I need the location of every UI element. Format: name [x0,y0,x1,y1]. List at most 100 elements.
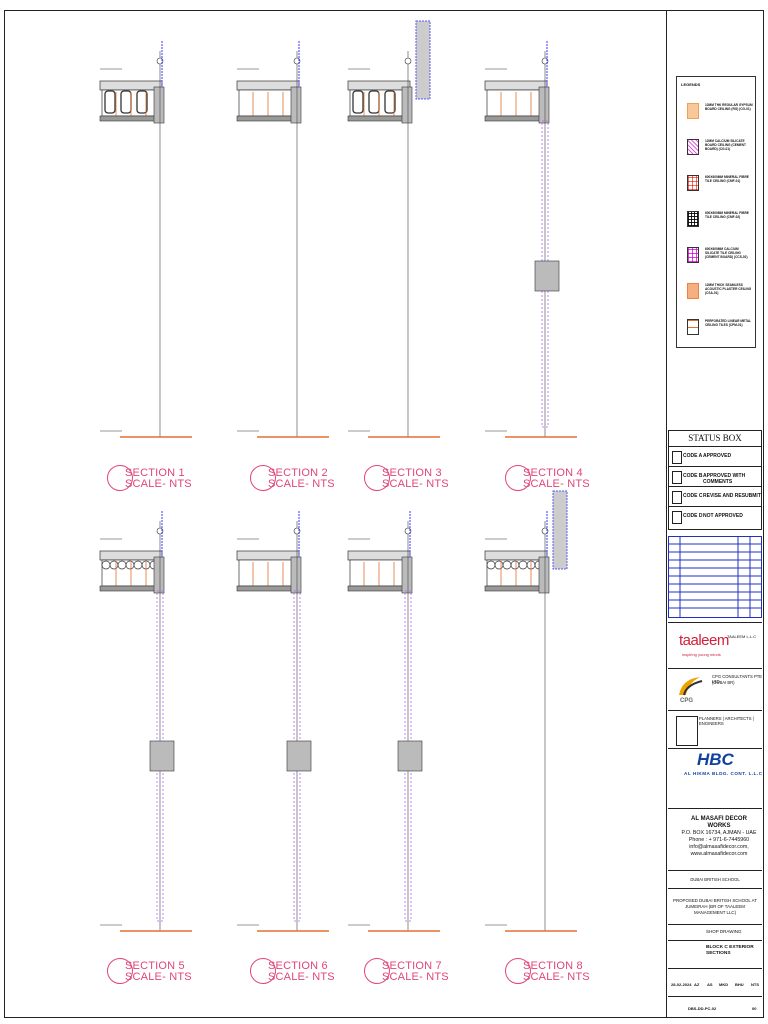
approved-value: BHU [735,982,744,987]
sections-canvas [99,20,577,932]
status-checkbox[interactable] [672,511,682,524]
status-box-title: STATUS BOX [669,431,761,447]
section-2-bulkhead [290,86,302,124]
section-5-bulkhead [153,556,165,594]
section-4-slab [484,80,548,91]
drawing-number: DBS-DD-PC-02 [688,1006,717,1011]
consultant-name: CPG CONSULTANTS PTE LTD [712,674,763,684]
legend-title: LEGENDS [681,82,701,87]
contractor-logo: HBC [697,750,734,769]
subcontractor-panel [668,808,762,870]
checked-value: AS [707,982,713,987]
section-3-beam-profile [352,90,364,114]
section-3-bulkhead [401,86,413,124]
section-7-slab [347,550,411,561]
consultant-logo-icon [679,677,703,696]
status-checkbox[interactable] [672,451,682,464]
section-3-slab [347,80,411,91]
status-label: NOT APPROVED [703,513,743,519]
revision-table [668,536,762,618]
section-3-marker [364,465,390,491]
status-checkbox[interactable] [672,491,682,504]
drawing-meta-panel [668,968,762,996]
section-5-ceiling-board [99,585,163,592]
section-1-ceiling-board [99,115,163,122]
legend-text-6: 12MM THICK SEAMLESS ACOUSTIC PLASTER CEI… [705,283,752,295]
status-checkbox[interactable] [672,471,682,484]
status-code: CODE A [683,453,703,459]
section-1-bulkhead [153,86,165,124]
section-5-marker [107,958,133,984]
subcontractor-email[interactable]: info@almasafidecor.com, [689,844,749,850]
drawn-value: AZ [694,982,700,987]
section-8-ceiling-board [484,585,548,592]
stage-value: SHOP DRAWING [706,929,742,934]
section-3-beam-profile [384,90,396,114]
section-8-slab [484,550,548,561]
drawing-no-panel [668,996,762,1018]
section-7-ceiling-board [347,585,411,592]
drawing-title: BLOCK C EXTERIOR SECTIONS [706,945,754,956]
section-5-slab [99,550,163,561]
revision-number: 00 [752,1006,757,1011]
section-1-marker [107,465,133,491]
client-logo: taaleem [679,632,729,649]
client-panel [668,622,762,668]
designed-value: MKD [719,982,729,987]
section-6-ceiling-board [236,585,300,592]
subcontractor-name: AL MASAFI DECOR WORKS [691,816,747,829]
client-tagline: inspiring young minds [682,652,721,657]
status-code: CODE B [683,473,703,479]
legend-swatch-3 [687,175,699,191]
section-6-window-head [286,740,312,772]
section-7-marker [364,958,390,984]
section-1-beam-profile [136,90,148,114]
project-name-panel [668,870,762,888]
section-7-window-head [397,740,423,772]
legend-text-3: 600X600MM MINERAL FIBRE TILE CEILING (CM… [705,175,749,183]
status-code: CODE C [683,493,703,499]
drawing-title-panel [668,940,762,968]
legend-swatch-5 [687,247,699,263]
section-1-beam-profile [104,90,116,114]
subcontractor-web[interactable]: www.almasafidecor.com [690,851,748,857]
section-3-column [415,20,431,100]
section-3-grid-bubble [404,57,412,65]
subcontractor-details: AL MASAFI DECOR WORKS P.O. BOX 16734, AJ… [680,816,758,858]
status-code: CODE D [683,513,703,519]
scale-value: NTS [751,982,759,987]
consultant-logo-text: CPG [680,698,694,704]
consultant-branch: (DUBAI BR) [712,680,735,685]
section-3-ceiling-board [347,115,411,122]
architect-logo-box [676,716,698,746]
status-label: REVISE AND RESUBMIT [703,493,761,499]
legend-swatch-4 [687,211,699,227]
contractor-panel [668,748,762,808]
drawing-sheet [4,10,764,1018]
legend-text-2: 12mm CALCIUM SILICATE BOARD CEILING (CEM… [705,139,746,151]
client-name: TAALEEM L.L.C [727,634,757,639]
project-description-panel [668,888,762,924]
section-6-marker [250,958,276,984]
status-label: APPROVED [703,453,732,459]
architect-name: PLANNERS | ARCHITECTS | ENGINEERS [699,716,754,726]
section-1-slab [99,80,163,91]
section-2-ceiling-board [236,115,300,122]
legend-text-4: 600X600MM MINERAL FIBRE TILE CEILING (CM… [705,211,749,219]
stage-panel [668,924,762,940]
section-4-bulkhead [538,86,550,124]
section-8-marker [505,958,531,984]
section-7-bulkhead [401,556,413,594]
section-2-slab [236,80,300,91]
